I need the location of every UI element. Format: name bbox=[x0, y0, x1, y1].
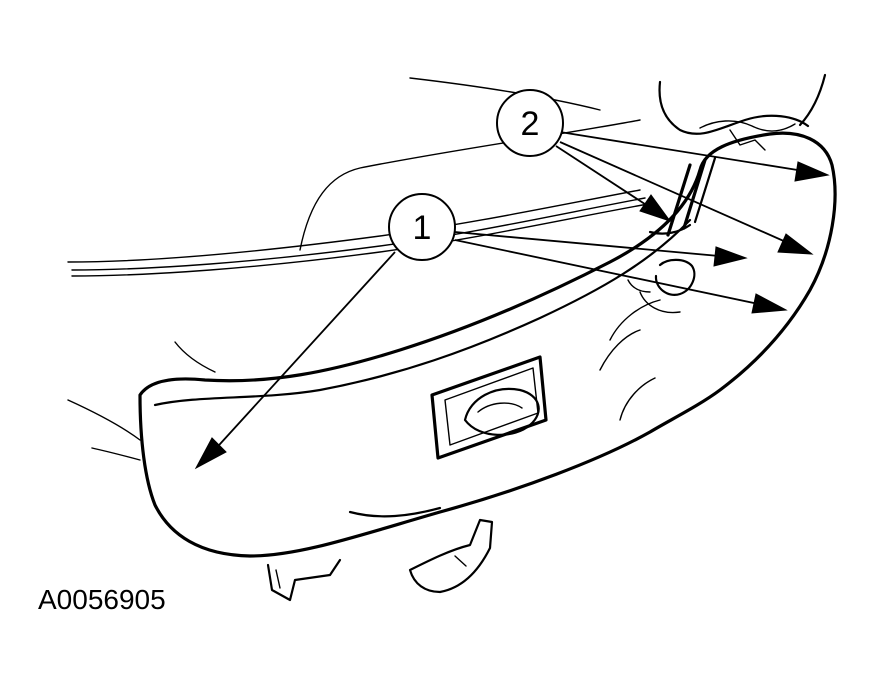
seat-cushion-background bbox=[67, 77, 649, 461]
callout-2-label: 2 bbox=[521, 105, 540, 143]
handle-recess bbox=[430, 355, 548, 460]
leader-1-a bbox=[209, 251, 396, 456]
figure-id-label: A0056905 bbox=[38, 584, 166, 615]
leader-2-a bbox=[559, 131, 811, 173]
leader-1-b bbox=[454, 231, 731, 258]
mounting-bracket-right bbox=[408, 518, 494, 594]
arrowhead-1-c bbox=[751, 293, 788, 314]
seat-back-hinge bbox=[658, 73, 827, 151]
leader-2-c bbox=[555, 145, 655, 211]
side-shield bbox=[138, 131, 837, 558]
arrowhead-2-c bbox=[639, 194, 672, 222]
callout-2-leaders bbox=[555, 131, 830, 255]
mounting-bracket-left bbox=[266, 558, 342, 602]
callout-2: 2 bbox=[496, 89, 564, 157]
arrowhead-1-b bbox=[713, 246, 748, 267]
callout-1-label: 1 bbox=[413, 209, 432, 247]
arrowhead-1-a bbox=[194, 437, 227, 470]
leader-2-b bbox=[559, 141, 796, 247]
callout-1-leaders bbox=[194, 231, 788, 470]
wiring-harness bbox=[627, 156, 717, 314]
leader-1-c bbox=[454, 239, 769, 307]
arrowhead-2-b bbox=[777, 233, 814, 255]
arrowhead-2-a bbox=[794, 161, 830, 182]
callout-1: 1 bbox=[388, 193, 456, 261]
